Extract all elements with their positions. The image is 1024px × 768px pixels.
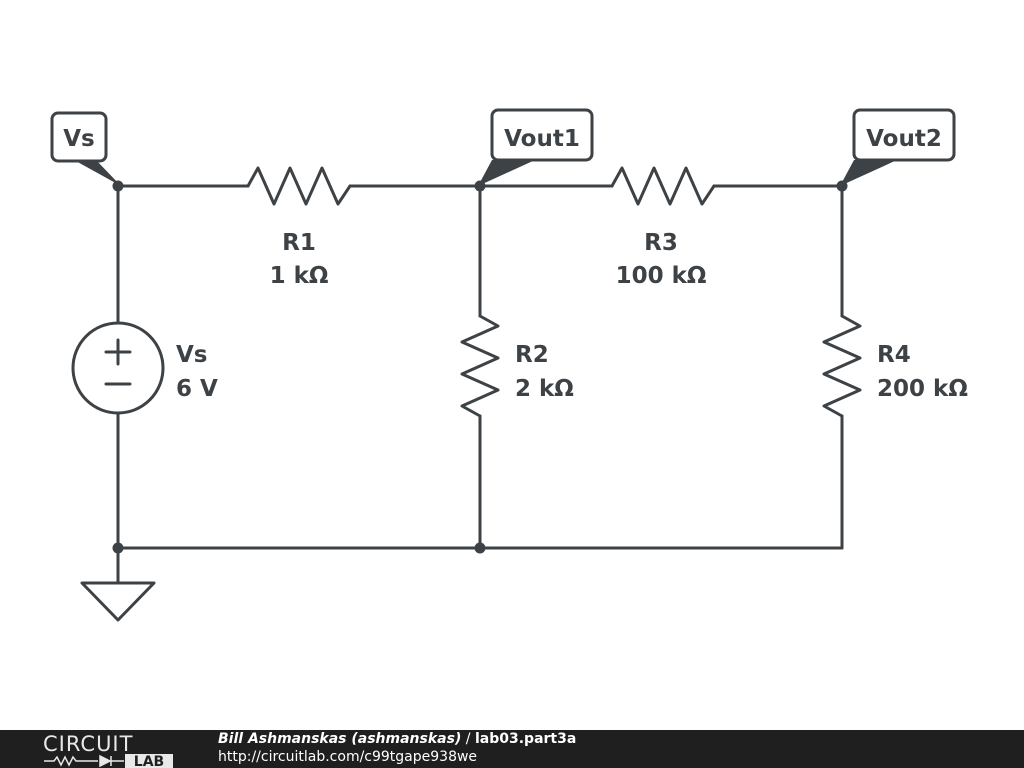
vs-name: Vs [176,342,208,368]
plus-sign-icon [104,338,132,366]
r4-value: 200 kΩ [877,376,968,402]
junction-vs [112,180,124,192]
circuitlab-logo[interactable]: CIRCUIT LAB [0,730,210,768]
ground-icon [80,581,156,622]
node-tag-vs: Vs [50,111,121,186]
r3-name: R3 [644,230,678,256]
node-tag-vout1-label: Vout1 [504,126,580,152]
voltage-source-circle [71,321,165,415]
circuit-title[interactable]: lab03.part3a [474,731,577,747]
credit-separator: / [461,731,475,747]
logo-top-text: CIRCUIT [43,732,133,756]
node-tag-vs-box [50,111,108,163]
resistor-r2-symbol [460,314,500,418]
node-tag-vs-pointer [74,160,121,186]
node-tag-vout2-label: Vout2 [866,126,942,152]
logo-lab-box [125,754,173,768]
resistor-r3-symbol [610,166,716,206]
r1-value: 1 kΩ [270,263,329,289]
resistor-r1-symbol [246,166,352,206]
r2-value: 2 kΩ [515,376,574,402]
node-tag-vout2-pointer [840,160,897,186]
node-tag-vout1: Vout1 [478,108,594,186]
r1-name: R1 [282,230,316,256]
node-tag-vout1-box [490,108,594,162]
voltage-source-vs [71,321,165,415]
r2-name: R2 [515,342,549,368]
logo-bottom-text: LAB [134,754,164,768]
node-tag-vs-label: Vs [63,126,95,152]
logo-diode-icon [99,754,124,768]
footer-bar: CIRCUIT LAB Bill Ashmanskas (ashmanskas)… [0,730,1024,768]
wires [116,184,844,585]
node-tag-vout2: Vout2 [840,108,956,186]
credit-line: Bill Ashmanskas (ashmanskas) / lab03.par… [218,731,576,748]
logo-resistor-icon [44,755,98,767]
author-link[interactable]: Bill Ashmanskas (ashmanskas) [218,731,462,747]
r4-name: R4 [877,342,911,368]
node-tag-vout1-pointer [478,160,535,186]
junction-gnd-left [112,542,124,554]
junction-gnd-mid [474,542,486,554]
resistor-r4-symbol [822,314,862,418]
circuit-url[interactable]: http://circuitlab.com/c99tgape938we [218,749,478,765]
r3-value: 100 kΩ [616,263,707,289]
circuit-schematic: Vs Vout1 Vout2 R1 1 kΩ R3 100 kΩ R2 2 kΩ… [50,108,968,622]
node-tag-vout2-box [852,108,956,162]
vs-value: 6 V [176,376,218,402]
